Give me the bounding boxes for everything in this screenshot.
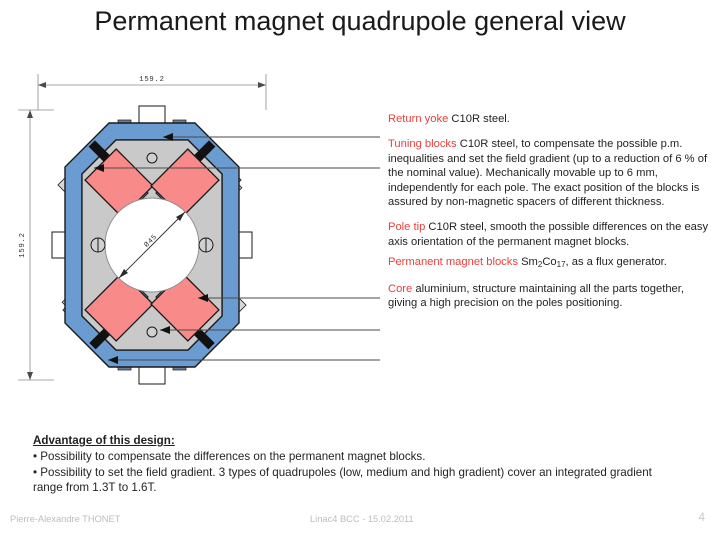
annotation-list: Return yoke C10R steel. Tuning blocks C1… [388, 112, 714, 321]
quadrupole-drawing: 159.2 159.2 [8, 62, 380, 414]
slide-footer: Pierre-Alexandre THONET Linac4 BCC - 15.… [0, 510, 720, 534]
annotation-label-core: Core [388, 282, 413, 295]
advantage-bullet-2: • Possibility to set the field gradient.… [33, 465, 652, 495]
annotation-label-pole-tip: Pole tip [388, 221, 426, 234]
advantage-bullet-1: • Possibility to compensate the differen… [33, 450, 426, 464]
annotation-text-core: aluminium, structure maintaining all the… [388, 282, 684, 310]
annotation-label-permanent-magnet-blocks: Permanent magnet blocks [388, 256, 518, 269]
dimension-width [37, 74, 267, 110]
page-title: Permanent magnet quadrupole general view [94, 6, 626, 36]
annotation-tuning-blocks: Tuning blocks C10R steel, to compensate … [388, 137, 714, 209]
dimension-height [18, 109, 54, 381]
annotation-pole-tip: Pole tip C10R steel, smooth the possible… [388, 220, 714, 249]
leader-lines [94, 133, 380, 364]
annotation-text-return-yoke: C10R steel. [448, 113, 510, 125]
footer-event: Linac4 BCC - 15.02.2011 [310, 514, 414, 524]
footer-author: Pierre-Alexandre THONET [10, 514, 121, 524]
annotation-text-pmb-before: Sm [517, 256, 538, 269]
annotation-core: Core aluminium, structure maintaining al… [388, 282, 714, 311]
advantage-title: Advantage of this design: [33, 434, 175, 447]
annotation-label-return-yoke: Return yoke [388, 113, 449, 125]
core-fixing-holes [90, 152, 214, 338]
annotation-text-pmb-after: , as a flux generator. [565, 256, 667, 269]
annotation-permanent-magnet-blocks: Permanent magnet blocks Sm2Co17, as a fl… [388, 255, 714, 270]
annotation-sub-17: 17 [556, 260, 566, 270]
annotation-text-pole-tip: C10R steel, smooth the possible differen… [388, 221, 709, 248]
annotation-text-pmb-mid: Co [542, 256, 557, 269]
bore-dimension [118, 211, 186, 279]
footer-page-number: 4 [698, 510, 705, 524]
annotation-label-tuning-blocks: Tuning blocks [388, 138, 457, 151]
annotation-sub-2: 2 [537, 260, 543, 270]
annotation-return-yoke: Return yoke C10R steel. [388, 112, 714, 126]
annotation-text-tuning-blocks: C10R steel, to compensate the possible p… [388, 138, 708, 209]
advantage-section: Advantage of this design: • Possibility … [33, 433, 683, 496]
dimension-height-label: 159.2 [19, 232, 27, 258]
dimension-width-label: 159.2 [139, 76, 165, 84]
